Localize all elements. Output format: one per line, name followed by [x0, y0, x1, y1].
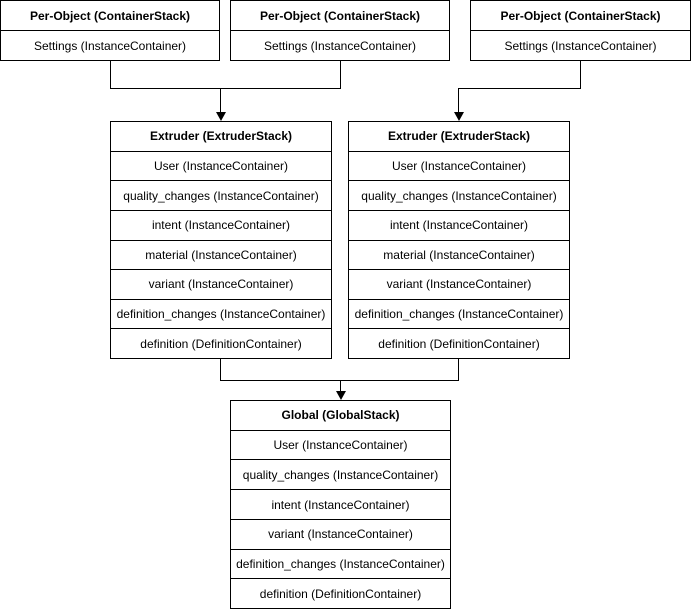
global-stack: Global (GlobalStack) User (InstanceConta…: [230, 400, 451, 609]
arrow-down-icon: [336, 391, 346, 400]
stack-row: Settings (InstanceContainer): [471, 30, 690, 60]
arrow-down-icon: [216, 112, 226, 121]
connector-line: [458, 359, 459, 381]
stack-row: definition_changes (InstanceContainer): [349, 298, 569, 329]
extruder-stack-1: Extruder (ExtruderStack) User (InstanceC…: [110, 121, 332, 359]
stack-title: Extruder (ExtruderStack): [387, 129, 531, 144]
stack-row: intent (InstanceContainer): [349, 209, 569, 240]
connector-line: [110, 61, 111, 88]
stack-row: intent (InstanceContainer): [231, 489, 450, 519]
connector-line: [220, 88, 221, 113]
stack-row: variant (InstanceContainer): [349, 269, 569, 299]
stack-row: variant (InstanceContainer): [231, 518, 450, 549]
stack-row: definition (DefinitionContainer): [231, 578, 450, 608]
arrow-down-icon: [454, 112, 464, 121]
stack-row: quality_changes (InstanceContainer): [231, 459, 450, 489]
connector-line: [340, 380, 341, 392]
extruder-stack-2: Extruder (ExtruderStack) User (InstanceC…: [348, 121, 570, 359]
per-object-stack-3: Per-Object (ContainerStack) Settings (In…: [470, 0, 691, 61]
stack-row: definition_changes (InstanceContainer): [231, 548, 450, 579]
stack-row: intent (InstanceContainer): [111, 209, 331, 240]
stack-row: Settings (InstanceContainer): [1, 30, 219, 60]
stack-row: User (InstanceContainer): [111, 150, 331, 181]
stack-row: User (InstanceContainer): [349, 150, 569, 181]
stack-row: definition (DefinitionContainer): [349, 328, 569, 358]
stack-row: definition (DefinitionContainer): [111, 328, 331, 358]
connector-line: [458, 88, 459, 113]
stack-row: variant (InstanceContainer): [111, 269, 331, 299]
connector-line: [580, 61, 581, 88]
connector-line: [340, 61, 341, 88]
stack-row: material (InstanceContainer): [349, 239, 569, 270]
connector-line: [220, 380, 459, 381]
stack-row: User (InstanceContainer): [231, 429, 450, 460]
connector-line: [220, 359, 221, 381]
stack-row: definition_changes (InstanceContainer): [111, 298, 331, 329]
stack-title: Per-Object (ContainerStack): [29, 8, 191, 23]
stack-title: Per-Object (ContainerStack): [500, 8, 661, 23]
stack-row: Settings (InstanceContainer): [231, 30, 449, 60]
stack-title: Global (GlobalStack): [281, 408, 400, 423]
stack-title: Extruder (ExtruderStack): [149, 129, 293, 144]
stack-title: Per-Object (ContainerStack): [259, 8, 421, 23]
per-object-stack-2: Per-Object (ContainerStack) Settings (In…: [230, 0, 450, 61]
stack-row: quality_changes (InstanceContainer): [111, 180, 331, 210]
stack-row: quality_changes (InstanceContainer): [349, 180, 569, 210]
connector-line: [110, 88, 341, 89]
connector-line: [458, 88, 581, 89]
stack-row: material (InstanceContainer): [111, 239, 331, 270]
per-object-stack-1: Per-Object (ContainerStack) Settings (In…: [0, 0, 220, 61]
